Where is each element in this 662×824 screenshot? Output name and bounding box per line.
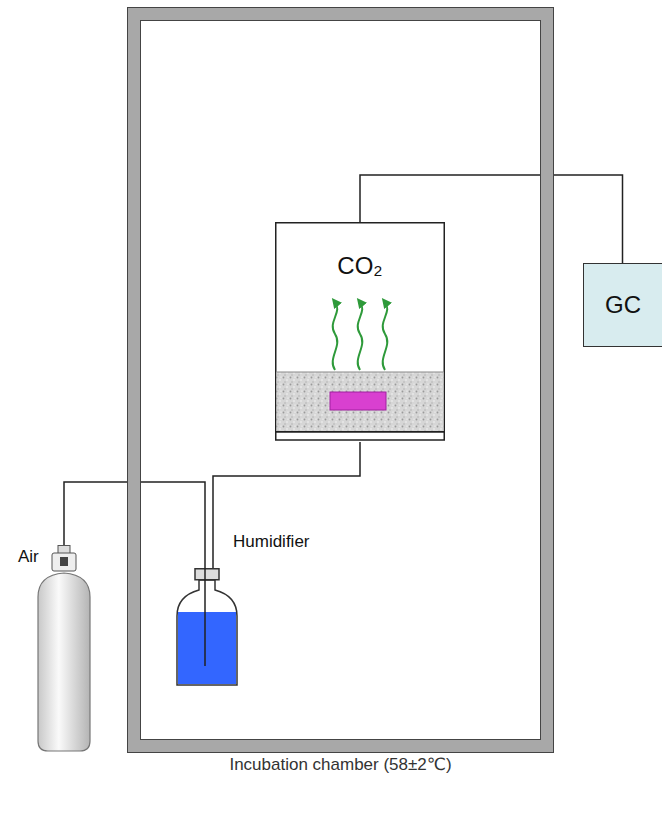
incubation-chamber: Incubation chamber (58±2℃)CO₂Humidifier: [128, 8, 553, 752]
gas-arrow: [358, 302, 363, 370]
text-slot: Humidifier: [233, 532, 310, 552]
air-supply: Air: [32, 545, 96, 752]
humidifier-bottle: [175, 568, 239, 686]
text-slot: Air: [18, 547, 39, 567]
node-label: Humidifier: [233, 532, 310, 552]
sample-film: [330, 392, 386, 410]
text-slot: GC: [584, 264, 662, 346]
gas-arrow: [383, 302, 388, 370]
text-slot: CO₂: [275, 252, 445, 280]
text-slot: Incubation chamber (58±2℃): [140, 754, 541, 775]
compost-layer: [277, 372, 444, 431]
gas-arrow: [333, 302, 338, 370]
node-label: CO₂: [337, 252, 382, 280]
gas-line: [213, 442, 360, 568]
node-label: Air: [18, 547, 39, 567]
reactor-vessel: CO₂: [275, 222, 445, 442]
gc-box: GC: [583, 263, 662, 347]
air-cylinder: [32, 545, 96, 752]
node-label: Incubation chamber (58±2℃): [229, 754, 451, 775]
node-label: GC: [605, 291, 641, 319]
humidifier: Humidifier: [175, 568, 239, 686]
